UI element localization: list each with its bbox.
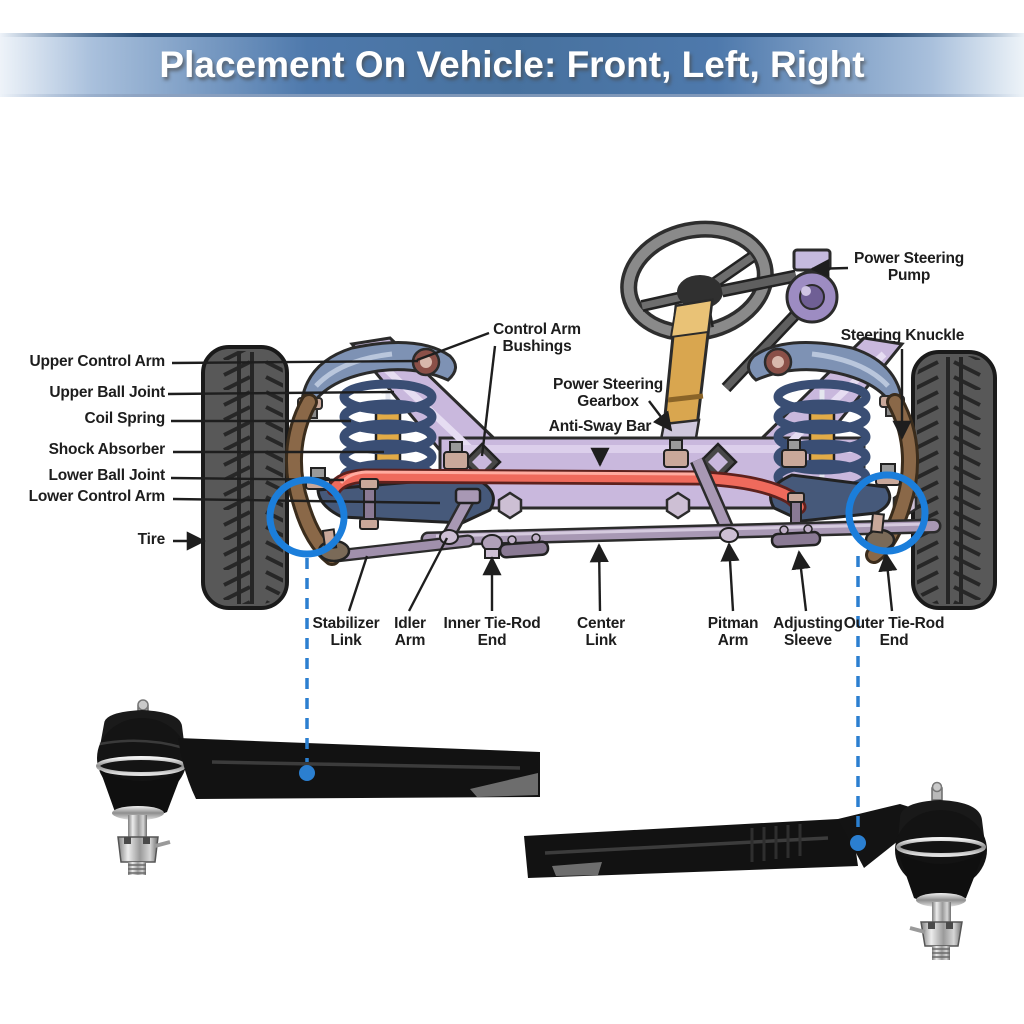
label-shock-absorber: Shock Absorber [48, 441, 166, 458]
right-tire [911, 350, 997, 610]
right-callout-dot [850, 835, 866, 851]
banner-title: Placement On Vehicle: Front, Left, Right [159, 44, 865, 85]
shock-absorber-left [374, 408, 402, 470]
title-banner: Placement On Vehicle: Front, Left, Right [0, 33, 1024, 97]
label-power-steering-gearbox: Power Steering Gearbox [552, 376, 664, 410]
label-lower-control-arm: Lower Control Arm [28, 488, 166, 505]
left-highlight-circle [266, 476, 348, 558]
label-control-arm-bushings: Control Arm Bushings [493, 321, 581, 355]
highlight-circles [266, 471, 929, 558]
idler-arm-part [445, 497, 472, 538]
shock-absorber-right [808, 408, 836, 470]
pump-arrow [810, 258, 849, 279]
label-adjusting-sleeve: Adjusting Sleeve [773, 615, 843, 649]
label-inner-tie-rod-end: Inner Tie-Rod End [443, 615, 541, 649]
product-photo-left [96, 699, 540, 875]
callout-dashed-lines [305, 556, 860, 830]
label-outer-tie-rod-end: Outer Tie-Rod End [843, 615, 945, 649]
label-lower-ball-joint: Lower Ball Joint [48, 467, 165, 484]
label-center-link: Center Link [577, 615, 625, 649]
product-photo-right [524, 781, 987, 960]
label-idler-arm: Idler Arm [394, 615, 426, 649]
right-highlight-circle [845, 471, 929, 555]
label-upper-control-arm: Upper Control Arm [29, 353, 165, 370]
label-anti-sway-bar: Anti-Sway Bar [548, 418, 652, 435]
label-stabilizer-link: Stabilizer Link [312, 615, 380, 649]
label-coil-spring: Coil Spring [84, 410, 166, 427]
label-tire: Tire [137, 531, 166, 548]
left-callout-dot [299, 765, 315, 781]
lower-control-arms [305, 439, 901, 525]
label-upper-ball-joint: Upper Ball Joint [49, 384, 165, 401]
pitman-arm-part [692, 457, 734, 536]
coil-springs [339, 379, 871, 495]
label-pitman-arm: Pitman Arm [707, 615, 759, 649]
adjusting-sleeves [498, 524, 822, 559]
label-power-steering-pump: Power Steering Pump [853, 250, 965, 284]
leader-lines [167, 258, 912, 612]
label-steering-knuckle: Steering Knuckle [840, 327, 965, 344]
gearbox-arrow [648, 400, 673, 432]
